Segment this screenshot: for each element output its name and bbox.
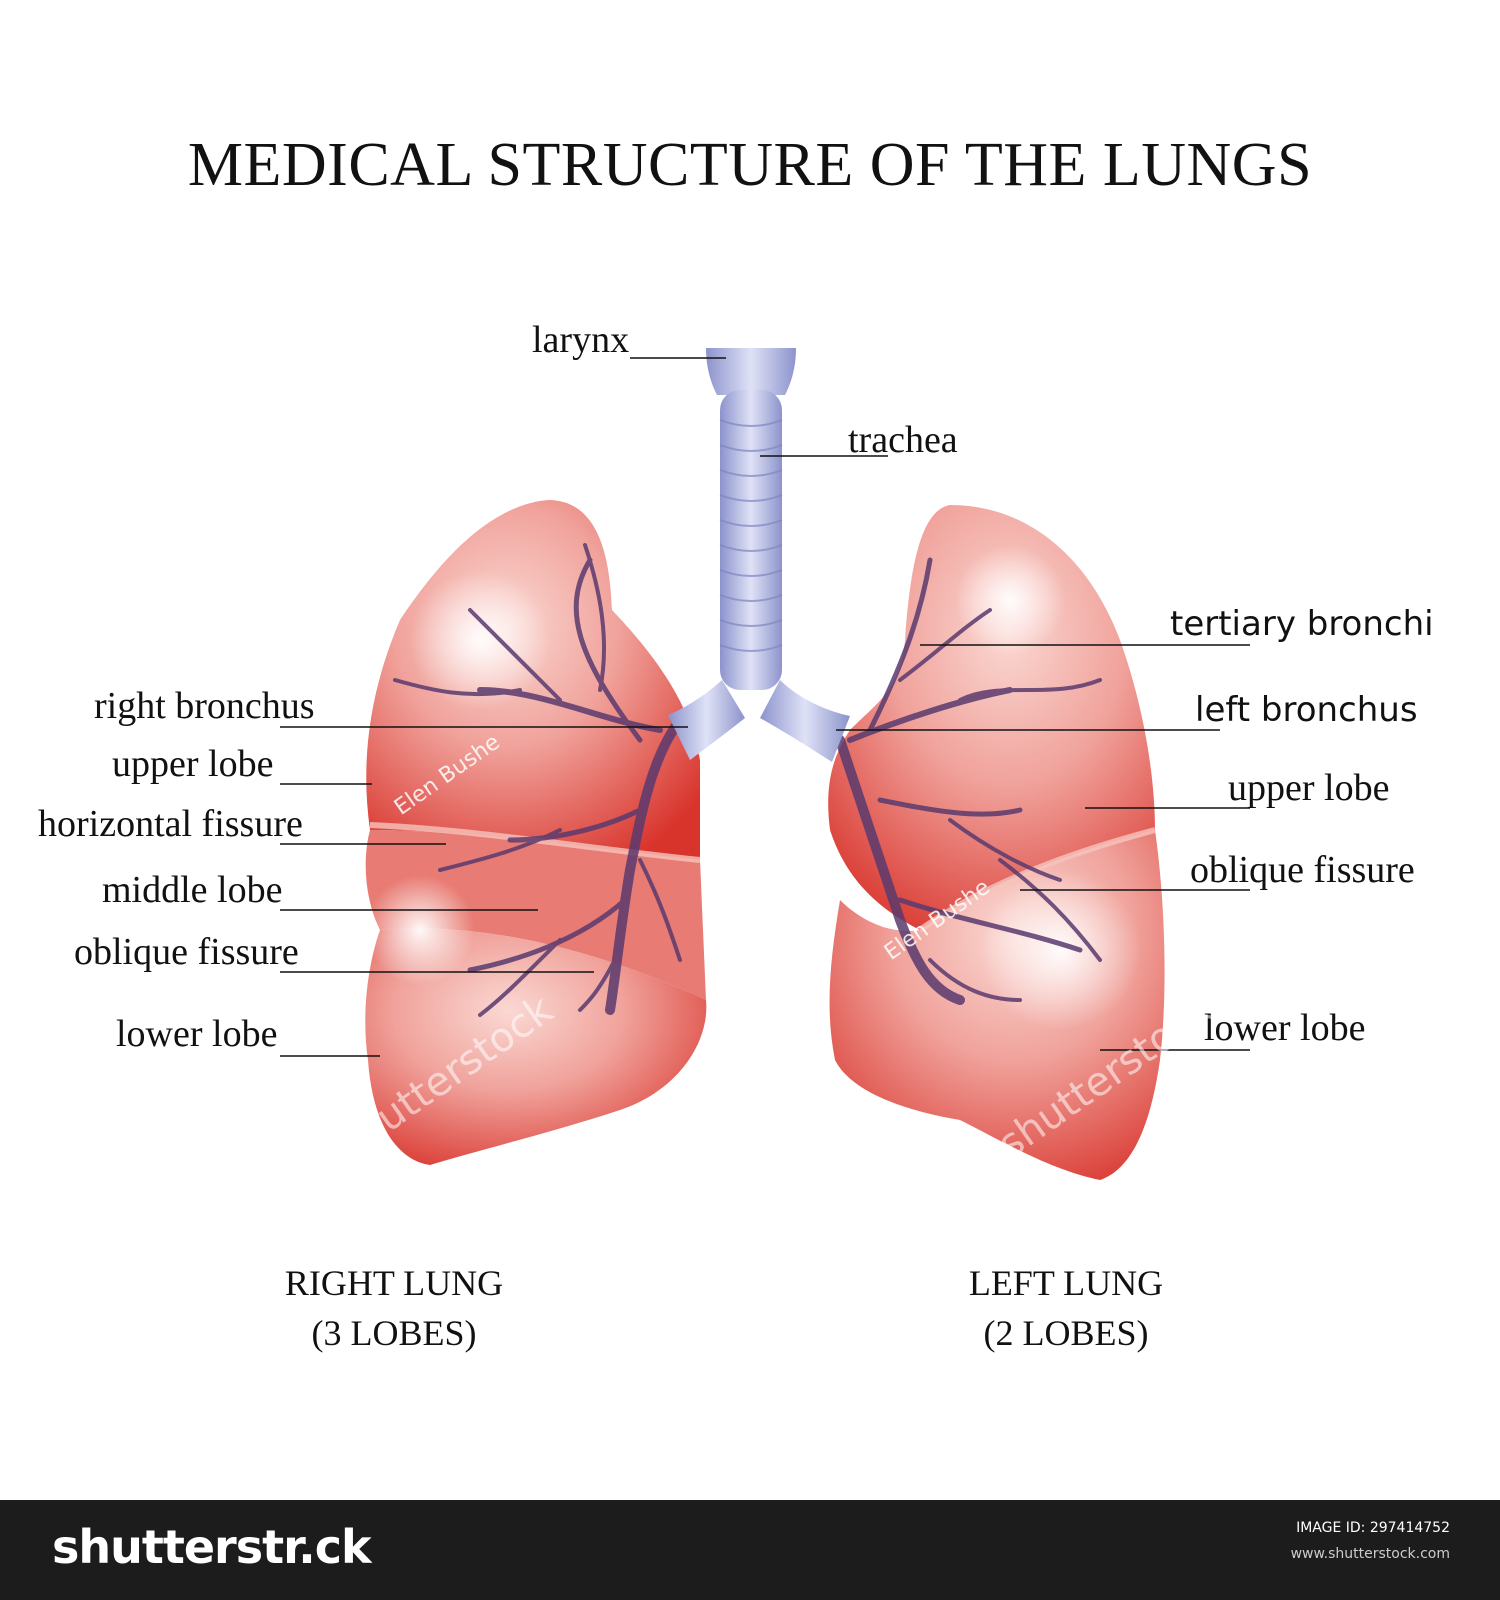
footer-site-url: www.shutterstock.com <box>1290 1546 1450 1562</box>
caption-left-lung: LEFT LUNG (2 LOBES) <box>876 1258 1256 1358</box>
left-lung-upper-lobe <box>828 505 1155 930</box>
label-right-bronchus: right bronchus <box>94 685 315 727</box>
label-left-lower-lobe: lower lobe <box>1204 1007 1366 1049</box>
right-bronchial-tree <box>393 543 685 1017</box>
label-horizontal-fissure: horizontal fissure <box>38 803 303 845</box>
footer-bar: shutterstr.ck IMAGE ID: 297414752 www.sh… <box>0 1500 1500 1600</box>
left-bronchial-tree <box>835 557 1102 1005</box>
right-lung <box>365 500 707 1165</box>
label-left-bronchus: left bronchus <box>1195 690 1418 730</box>
right-lung-highlight <box>410 570 550 710</box>
caption-right-lung: RIGHT LUNG (3 LOBES) <box>204 1258 584 1358</box>
footer-brand-logo: shutterstr.ck <box>52 1520 372 1574</box>
left-lung-highlight-2 <box>955 545 1065 655</box>
caption-right-lung-name: RIGHT LUNG <box>284 1263 504 1303</box>
trachea-rings <box>719 419 783 652</box>
label-trachea: trachea <box>848 419 958 461</box>
label-right-upper-lobe: upper lobe <box>112 743 274 785</box>
larynx-shape <box>706 348 796 395</box>
label-right-lower-lobe: lower lobe <box>116 1013 278 1055</box>
label-left-upper-lobe: upper lobe <box>1228 767 1390 809</box>
caption-left-lung-lobes: (2 LOBES) <box>983 1313 1149 1353</box>
label-right-oblique-fissure: oblique fissure <box>74 931 299 973</box>
right-main-bronchus-shape <box>668 680 745 760</box>
caption-left-lung-name: LEFT LUNG <box>968 1263 1164 1303</box>
caption-right-lung-lobes: (3 LOBES) <box>311 1313 477 1353</box>
page-title: MEDICAL STRUCTURE OF THE LUNGS <box>187 131 1313 199</box>
leader-lines <box>280 357 1250 1057</box>
label-middle-lobe: middle lobe <box>102 869 283 911</box>
footer-image-id: IMAGE ID: 297414752 <box>1296 1520 1450 1536</box>
left-main-bronchus-shape <box>760 680 850 762</box>
right-lung-lower-lobe <box>365 928 707 1165</box>
lungs-illustration <box>280 348 1250 1180</box>
label-larynx: larynx <box>532 319 630 361</box>
left-lung-highlight <box>980 870 1140 1030</box>
right-lung-highlight-2 <box>365 875 475 985</box>
trachea-tube <box>720 390 782 690</box>
left-lung <box>828 505 1165 1180</box>
diagram-canvas: MEDICAL STRUCTURE OF THE LUNGS <box>38 131 1434 1358</box>
label-tertiary-bronchi: tertiary bronchi <box>1170 604 1434 644</box>
label-left-oblique-fissure: oblique fissure <box>1190 849 1415 891</box>
trachea-illustration <box>668 348 850 762</box>
